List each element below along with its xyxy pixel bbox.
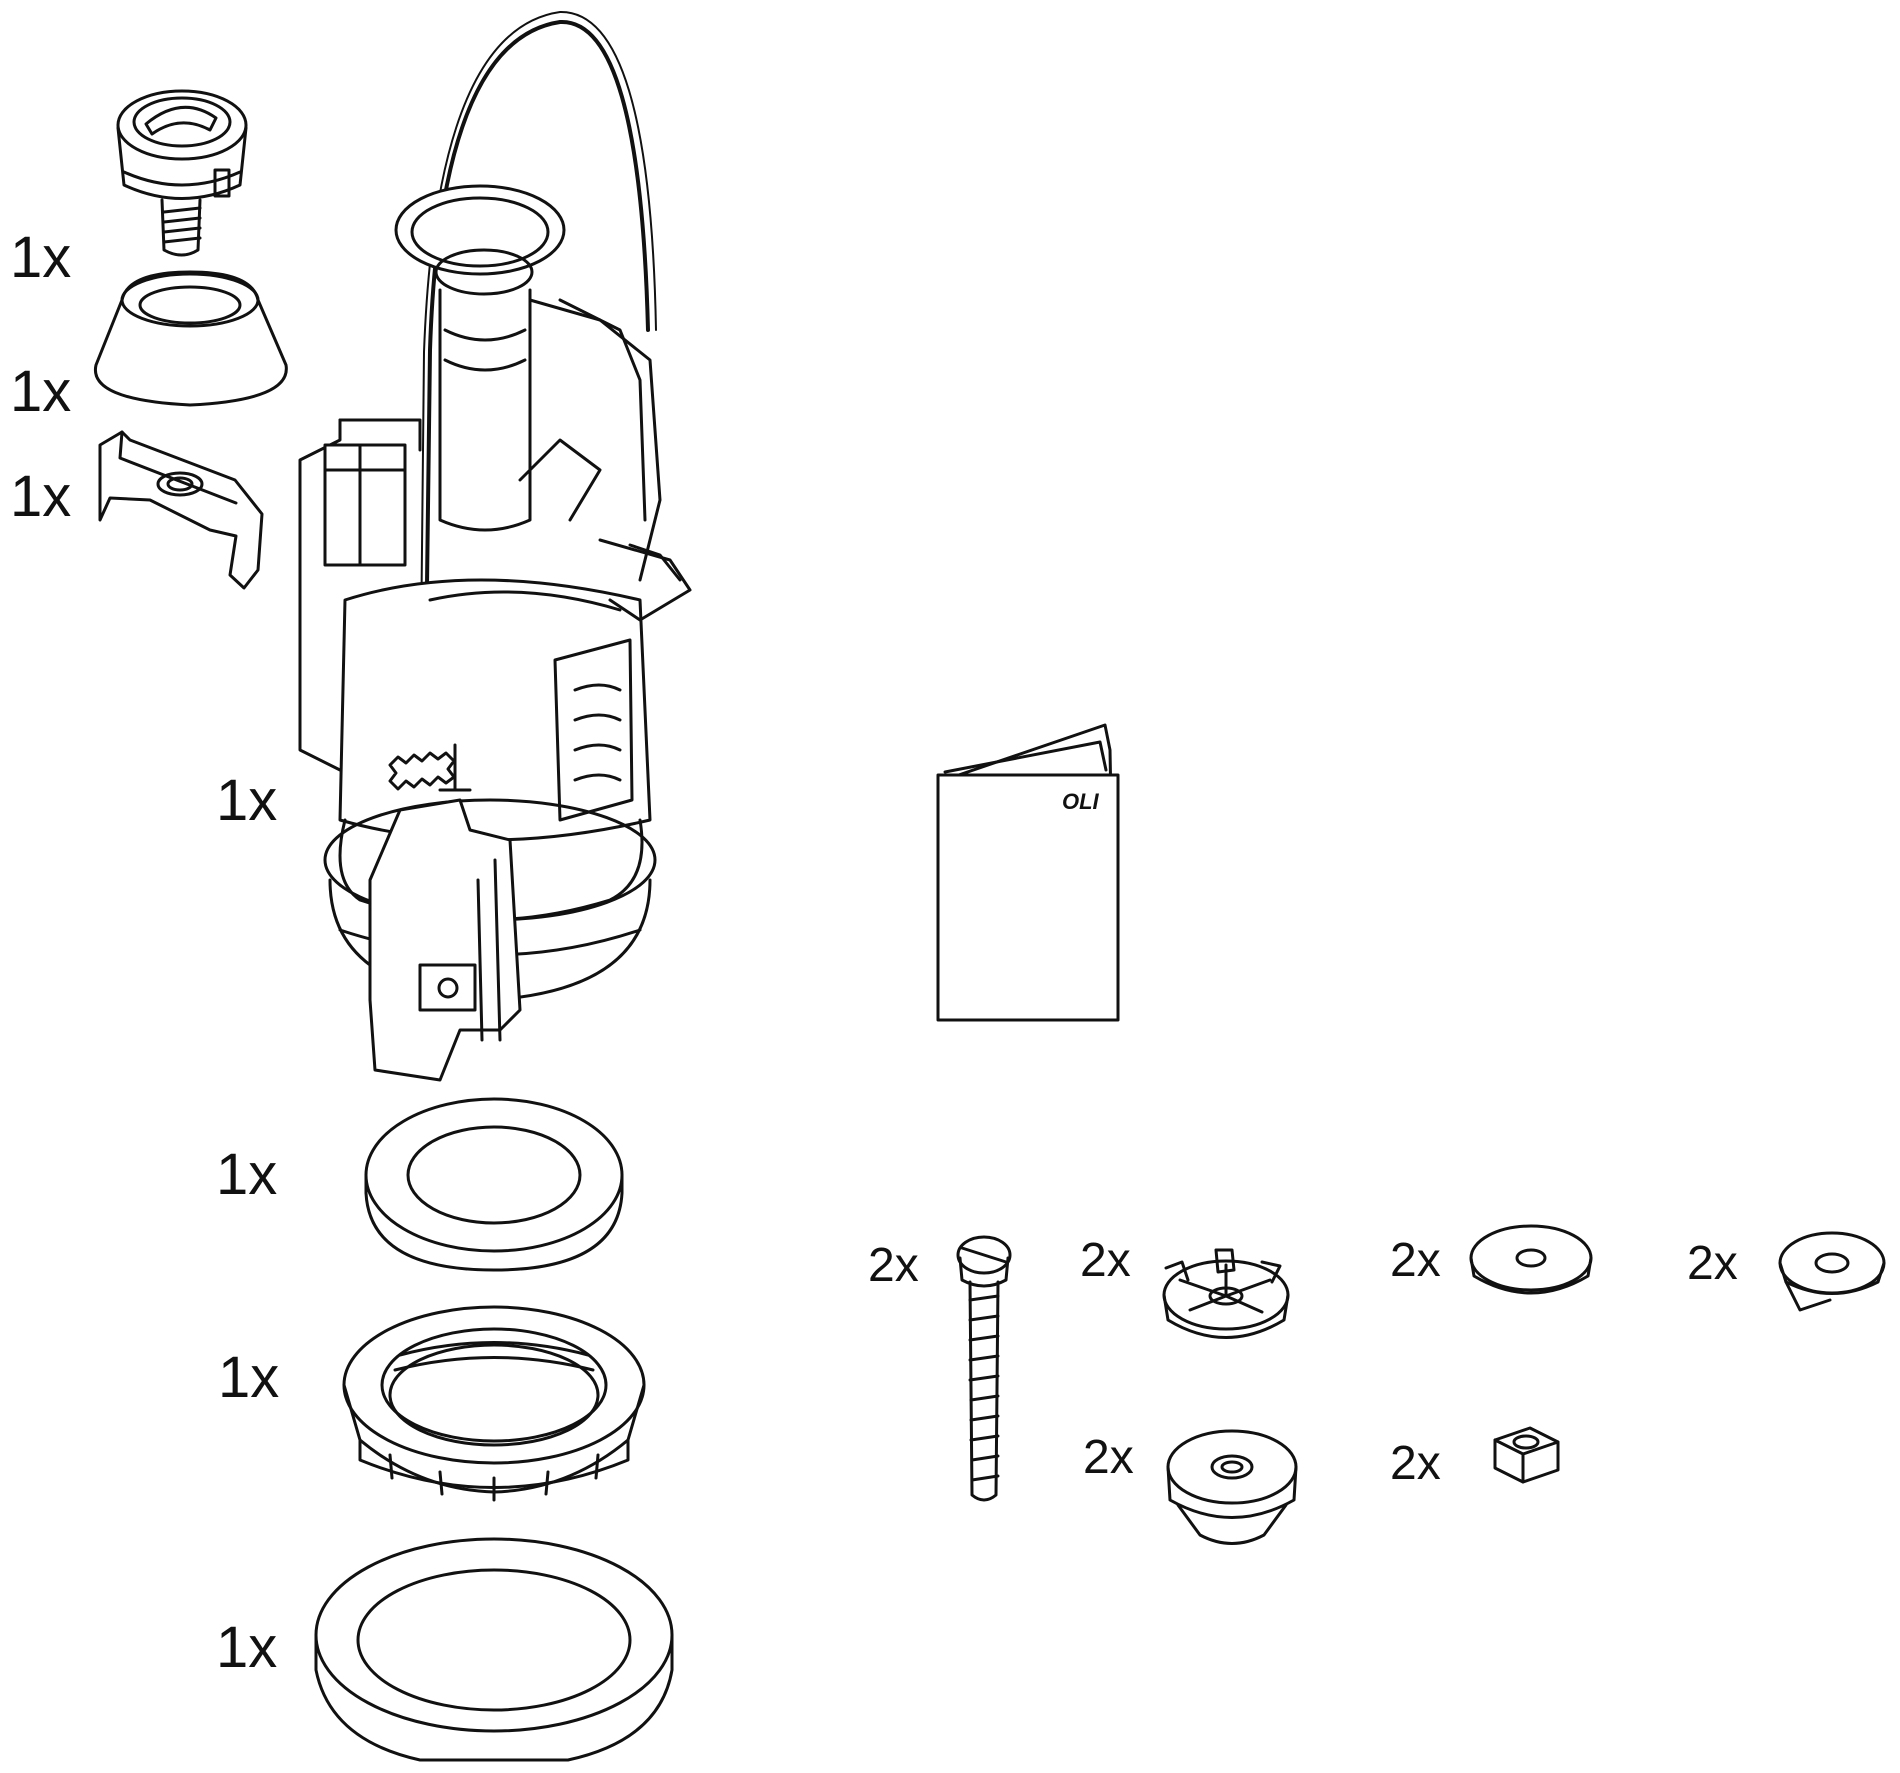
quantity-mounting-bracket: 1x bbox=[10, 464, 72, 529]
quantity-hex-nut: 2x bbox=[1390, 1437, 1441, 1490]
cone-seal-drawing bbox=[1166, 1429, 1298, 1545]
push-button-drawing bbox=[116, 89, 248, 257]
instruction-manual-drawing bbox=[936, 723, 1120, 1022]
quantity-flush-valve: 1x bbox=[216, 768, 278, 833]
quantity-cone-seal: 2x bbox=[1083, 1431, 1134, 1484]
quantity-conical-washer: 2x bbox=[1687, 1237, 1738, 1290]
star-washer-drawing bbox=[1162, 1248, 1290, 1339]
flat-washer-drawing bbox=[1469, 1224, 1593, 1295]
button-collar-drawing bbox=[93, 270, 288, 407]
quantity-push-button: 1x bbox=[10, 225, 72, 290]
large-seal-ring-drawing bbox=[314, 1537, 674, 1762]
mounting-bracket-drawing bbox=[98, 430, 264, 590]
quantity-star-washer: 2x bbox=[1080, 1234, 1131, 1287]
quantity-threaded-lock-nut: 1x bbox=[218, 1345, 280, 1410]
flush-valve-drawing bbox=[298, 10, 692, 1082]
threaded-lock-nut-drawing bbox=[342, 1305, 646, 1502]
quantity-large-seal-ring: 1x bbox=[216, 1615, 278, 1680]
manual-brand-logo: OLI bbox=[1062, 789, 1100, 814]
conical-washer-drawing bbox=[1778, 1231, 1886, 1312]
quantity-flat-gasket: 1x bbox=[216, 1142, 278, 1207]
hex-nut-drawing bbox=[1493, 1426, 1560, 1484]
quantity-long-bolt: 2x bbox=[868, 1239, 919, 1292]
quantity-flat-washer: 2x bbox=[1390, 1234, 1441, 1287]
quantity-button-collar: 1x bbox=[10, 359, 72, 424]
flat-gasket-drawing bbox=[364, 1097, 624, 1272]
long-bolt-drawing bbox=[956, 1235, 1012, 1502]
